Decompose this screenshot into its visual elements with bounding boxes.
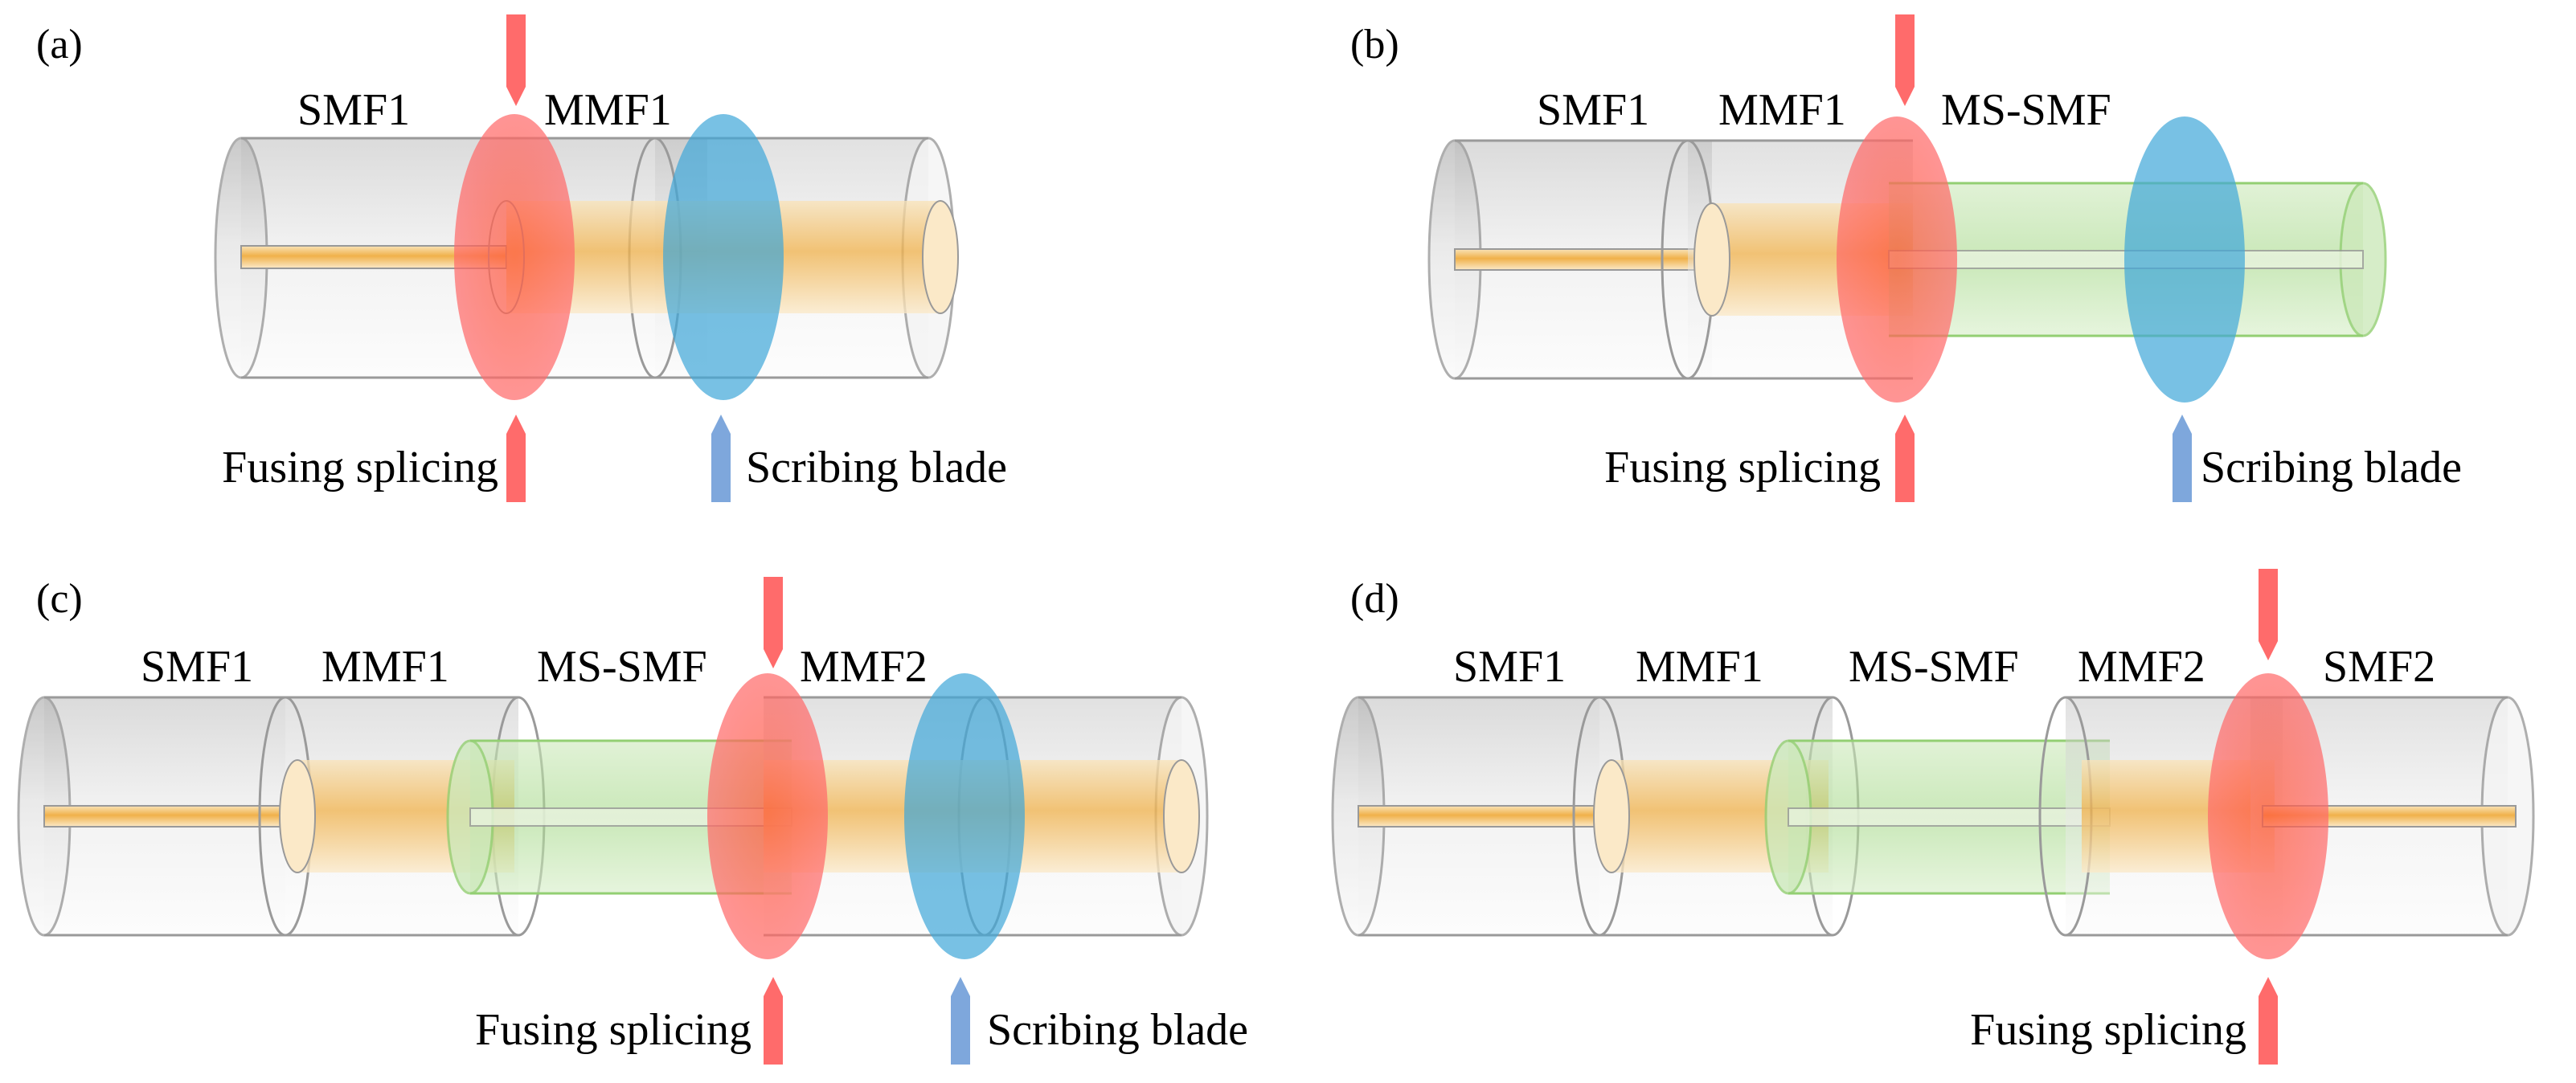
fusion-arrow-top [2259, 569, 2278, 660]
fusion-disc [1837, 116, 1957, 403]
fiber-label-mmf1: MMF1 [544, 85, 672, 135]
fiber-label-mmf1: MMF1 [321, 642, 449, 692]
fiber-label-smf1: SMF1 [141, 642, 253, 692]
fiber-label-mmf2: MMF2 [800, 642, 928, 692]
fiber-smf1 [17, 696, 286, 937]
blade-disc [2124, 116, 2245, 403]
fiber-label-smf1: SMF1 [297, 85, 410, 135]
fiber-smf1 [1331, 696, 1600, 937]
fusion-arrow-top [1895, 14, 1915, 106]
panel-b: (b) SMF1 MMF1 MS-S [1350, 14, 2462, 502]
fusion-label: Fusing splicing [1970, 1005, 2246, 1055]
fiber-label-mmf1: MMF1 [1718, 85, 1846, 135]
fiber-label-ms-smf: MS-SMF [1849, 642, 2019, 692]
fiber-label-smf1: SMF1 [1453, 642, 1566, 692]
fusion-disc [707, 673, 828, 959]
blade-arrow [951, 977, 970, 1065]
fusion-label: Fusing splicing [475, 1005, 752, 1055]
panel-a: (a) [36, 14, 1007, 502]
panel-d: (d) [1331, 569, 2535, 1065]
fiber-ms-smf [1764, 739, 2111, 895]
blade-label: Scribing blade [746, 443, 1007, 492]
blade-label: Scribing blade [2201, 443, 2462, 492]
panel-label-a: (a) [36, 22, 83, 67]
blade-arrow [711, 415, 731, 502]
blade-label: Scribing blade [987, 1005, 1248, 1055]
panel-label-b: (b) [1350, 22, 1399, 67]
fusion-disc [2208, 673, 2328, 959]
fiber-label-mmf2: MMF2 [2078, 642, 2205, 692]
fusion-arrow-bottom [506, 415, 526, 502]
fusion-label: Fusing splicing [222, 443, 498, 492]
fusion-arrow-top [764, 577, 783, 668]
blade-disc [904, 673, 1025, 959]
fiber-label-ms-smf: MS-SMF [1941, 85, 2111, 135]
fusion-disc [454, 114, 575, 400]
fiber-label-smf2: SMF2 [2323, 642, 2435, 692]
panel-label-c: (c) [36, 576, 83, 622]
fiber-label-mmf1: MMF1 [1636, 642, 1763, 692]
blade-disc [663, 114, 784, 400]
fusion-arrow-bottom [1895, 415, 1915, 502]
panel-c: (c) [17, 576, 1248, 1065]
panel-label-d: (d) [1350, 576, 1399, 622]
fiber-ms-smf [1888, 182, 2387, 337]
fusion-label: Fusing splicing [1604, 443, 1881, 492]
fusion-arrow-top [506, 14, 526, 106]
fusion-arrow-bottom [764, 977, 783, 1065]
fusion-arrow-bottom [2259, 977, 2278, 1065]
fiber-label-ms-smf: MS-SMF [537, 642, 707, 692]
fiber-label-smf1: SMF1 [1537, 85, 1649, 135]
blade-arrow [2173, 415, 2192, 502]
